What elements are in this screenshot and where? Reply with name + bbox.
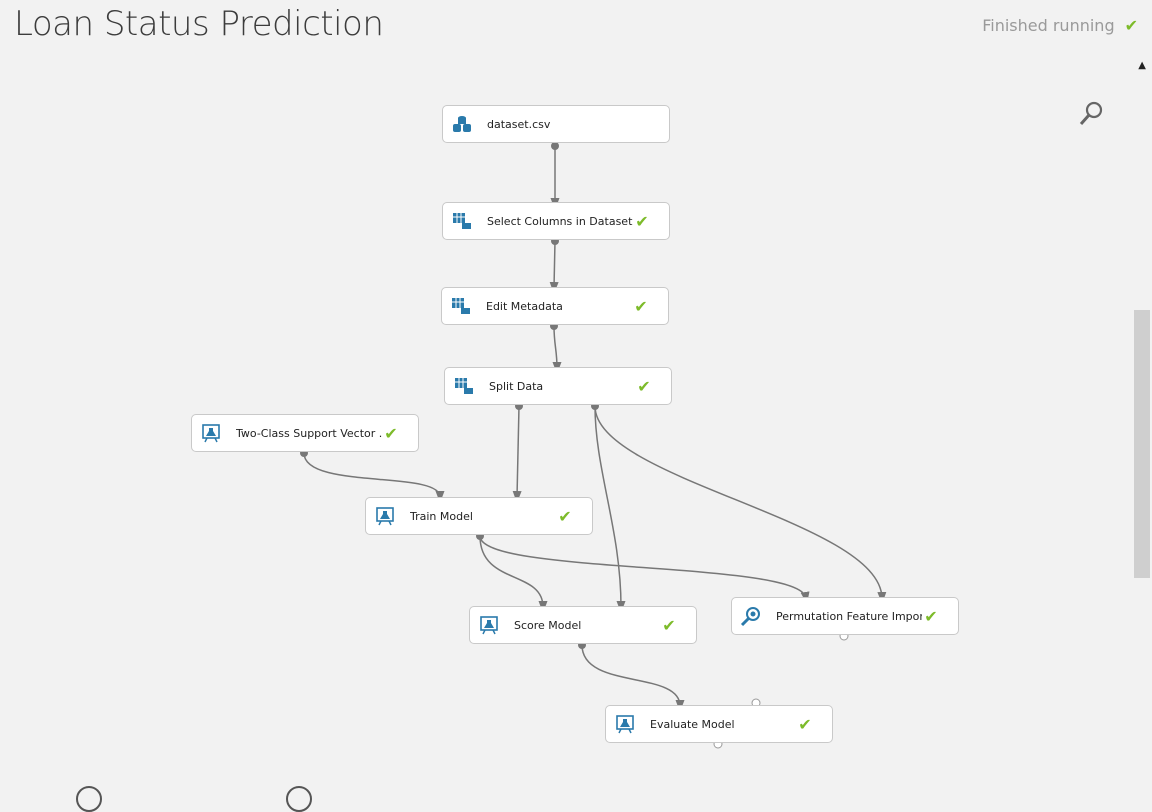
module-edit-metadata[interactable]: Edit Metadata ✔ bbox=[441, 287, 669, 325]
database-icon bbox=[451, 113, 473, 135]
search-icon[interactable] bbox=[1078, 100, 1106, 132]
wire-score-eval bbox=[581, 644, 685, 712]
run-status-text: Finished running bbox=[982, 16, 1115, 35]
module-select-columns[interactable]: Select Columns in Dataset ✔ bbox=[442, 202, 670, 240]
scrollbar-thumb[interactable] bbox=[1134, 310, 1150, 578]
check-icon: ✔ bbox=[1124, 16, 1138, 35]
check-icon: ✔ bbox=[798, 714, 812, 734]
wire-svm-train bbox=[303, 452, 445, 503]
scroll-up-arrow[interactable]: ▲ bbox=[1138, 60, 1146, 71]
wire-train-score bbox=[479, 535, 548, 613]
wire-split-score bbox=[594, 405, 626, 613]
module-label: Train Model bbox=[410, 509, 473, 523]
check-icon: ✔ bbox=[384, 423, 398, 443]
module-label: Permutation Feature Import... bbox=[776, 609, 922, 623]
module-label: Select Columns in Dataset bbox=[487, 214, 633, 228]
wire-select-edit bbox=[549, 240, 559, 294]
module-label: dataset.csv bbox=[487, 117, 551, 131]
check-icon: ✔ bbox=[635, 211, 649, 231]
module-two-class-svm[interactable]: Two-Class Support Vector ... ✔ bbox=[191, 414, 419, 452]
check-icon: ✔ bbox=[662, 615, 676, 635]
module-label: Edit Metadata bbox=[486, 299, 563, 313]
wire-train-perm bbox=[479, 535, 810, 604]
module-label: Two-Class Support Vector ... bbox=[236, 426, 382, 440]
toolbar-circle-icon[interactable] bbox=[286, 786, 312, 812]
module-split-data[interactable]: Split Data ✔ bbox=[444, 367, 672, 405]
toolbar-circle-icon[interactable] bbox=[76, 786, 102, 812]
experiment-title: Loan Status Prediction bbox=[14, 4, 384, 44]
flask-board-icon bbox=[200, 422, 222, 444]
check-icon: ✔ bbox=[558, 506, 572, 526]
module-dataset[interactable]: dataset.csv bbox=[442, 105, 670, 143]
module-evaluate-model[interactable]: Evaluate Model ✔ bbox=[605, 705, 833, 743]
wire-split-train bbox=[512, 405, 522, 503]
flask-board-icon bbox=[478, 614, 500, 636]
check-icon: ✔ bbox=[637, 376, 651, 396]
wire-edit-split bbox=[552, 325, 562, 374]
check-icon: ✔ bbox=[924, 606, 938, 626]
magnifier-icon bbox=[740, 605, 762, 627]
module-label: Score Model bbox=[514, 618, 582, 632]
module-permutation-feature-importance[interactable]: Permutation Feature Import... ✔ bbox=[731, 597, 959, 635]
check-icon: ✔ bbox=[634, 296, 648, 316]
module-train-model[interactable]: Train Model ✔ bbox=[365, 497, 593, 535]
table-transform-icon bbox=[453, 375, 475, 397]
module-label: Split Data bbox=[489, 379, 544, 393]
table-transform-icon bbox=[450, 295, 472, 317]
table-transform-icon bbox=[451, 210, 473, 232]
wire-split-perm bbox=[594, 405, 887, 604]
run-status: Finished running ✔ bbox=[982, 16, 1138, 35]
flask-board-icon bbox=[614, 713, 636, 735]
module-label: Evaluate Model bbox=[650, 717, 735, 731]
flask-board-icon bbox=[374, 505, 396, 527]
module-score-model[interactable]: Score Model ✔ bbox=[469, 606, 697, 644]
